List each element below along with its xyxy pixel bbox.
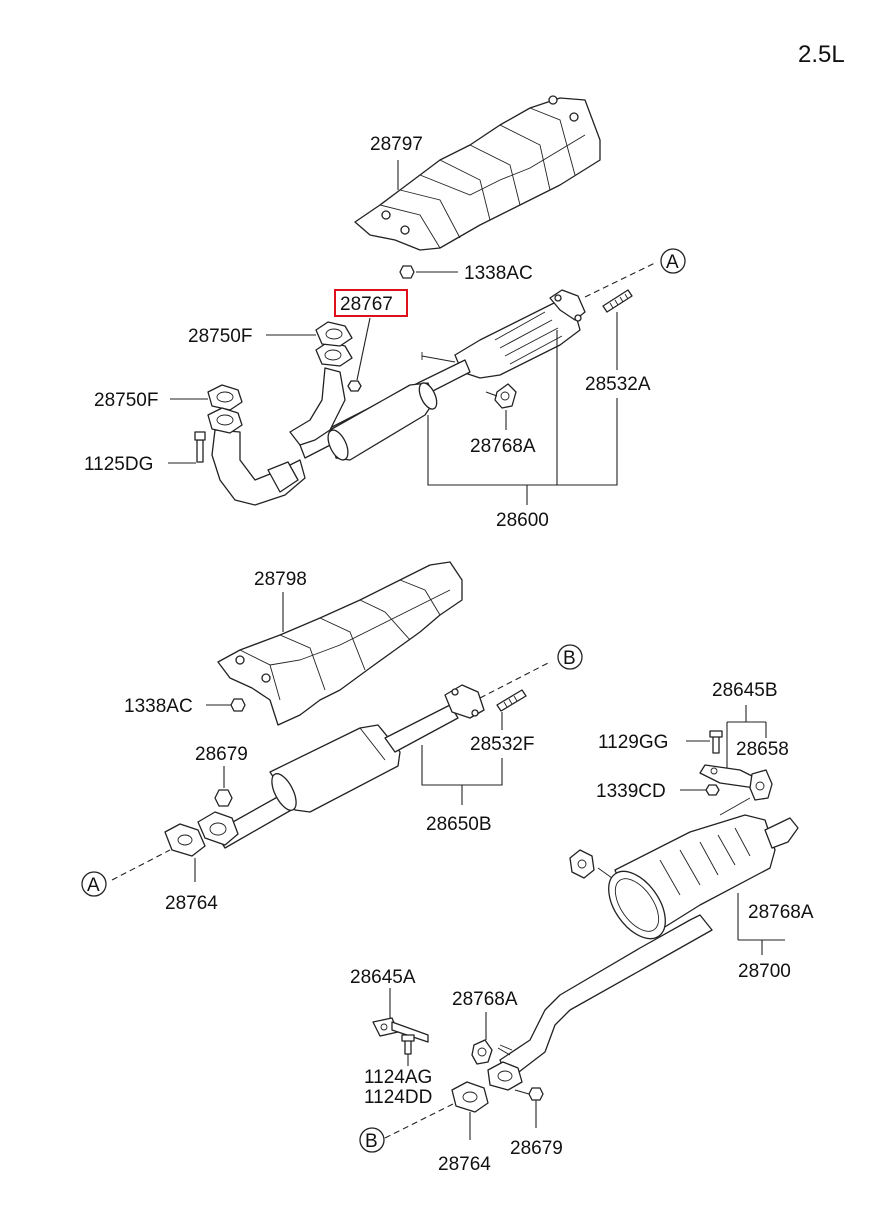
label-28650b: 28650B [426,814,492,835]
main-muffler[interactable] [487,797,799,1091]
label-28750f-upper: 28750F [188,326,252,347]
label-1339cd: 1339CD [596,781,666,802]
label-28600: 28600 [496,510,549,531]
label-28645b: 28645B [712,680,778,701]
label-28532f: 28532F [470,734,534,755]
label-1338ac-top: 1338AC [464,263,533,284]
nut-1338ac-top[interactable] [399,265,415,279]
label-1338ac-mid: 1338AC [124,696,193,717]
heat-shield-front[interactable] [354,95,601,251]
ref-a-top-circle [660,248,686,274]
label-28679-bottom: 28679 [510,1138,563,1159]
label-1124dd: 1124DD [364,1087,432,1108]
nut-28679-bottom[interactable] [528,1087,544,1101]
ref-a-top: A [666,252,679,273]
label-28767[interactable]: 28767 [340,294,393,315]
ref-b-mid: B [563,648,576,669]
gasket-28764-bottom[interactable] [451,1081,489,1113]
label-28679-mid: 28679 [195,744,248,765]
label-28658: 28658 [736,739,789,760]
label-1125dg: 1125DG [84,454,153,475]
hanger-28768a-top[interactable] [494,383,517,409]
label-28700: 28700 [738,961,791,982]
label-28764-bottom: 28764 [438,1154,491,1175]
ref-b-mid-circle [557,644,583,670]
flange-lower [207,407,243,434]
center-pipe[interactable] [197,684,485,849]
bolt-1125dg[interactable] [194,431,206,463]
nut-1338ac-mid[interactable] [230,698,246,712]
stud-28532a[interactable] [602,289,633,313]
nut-28767[interactable] [347,380,362,392]
gasket-28764-mid[interactable] [164,823,206,857]
engine-label: 2.5L [798,41,845,68]
ref-b-bottom: B [365,1131,378,1152]
label-1124ag: 1124AG [364,1067,432,1088]
ref-b-bottom-circle [359,1127,385,1153]
highlight-box-28767 [334,289,408,317]
nut-1339cd[interactable] [705,784,720,796]
label-28798: 28798 [254,569,307,590]
bolt-1124ag[interactable] [401,1034,415,1055]
hanger-28658[interactable] [749,769,773,801]
front-pipe-catalyst[interactable] [211,289,586,506]
heat-shield-center[interactable] [217,561,463,726]
label-28768a-bottom: 28768A [452,989,518,1010]
label-28750f-lower: 28750F [94,390,158,411]
nut-28679-mid[interactable] [214,789,233,807]
label-28532a: 28532A [585,374,651,395]
label-28764-mid: 28764 [165,893,218,914]
label-1129gg: 1129GG [598,732,668,753]
bolt-1129gg[interactable] [709,730,723,754]
stud-28532f[interactable] [496,689,527,712]
bracket-28645a[interactable] [372,1017,429,1043]
ref-a-mid-circle [81,871,107,897]
label-28768a-right: 28768A [748,902,814,923]
gasket-28750f-lower[interactable] [207,384,243,411]
label-28768a-top: 28768A [470,436,536,457]
hanger-28768a-bottom[interactable] [471,1039,493,1065]
gasket-28750f-upper[interactable] [315,321,353,347]
ref-a-mid: A [87,875,100,896]
label-28797: 28797 [370,134,423,155]
label-28645a: 28645A [350,967,416,988]
